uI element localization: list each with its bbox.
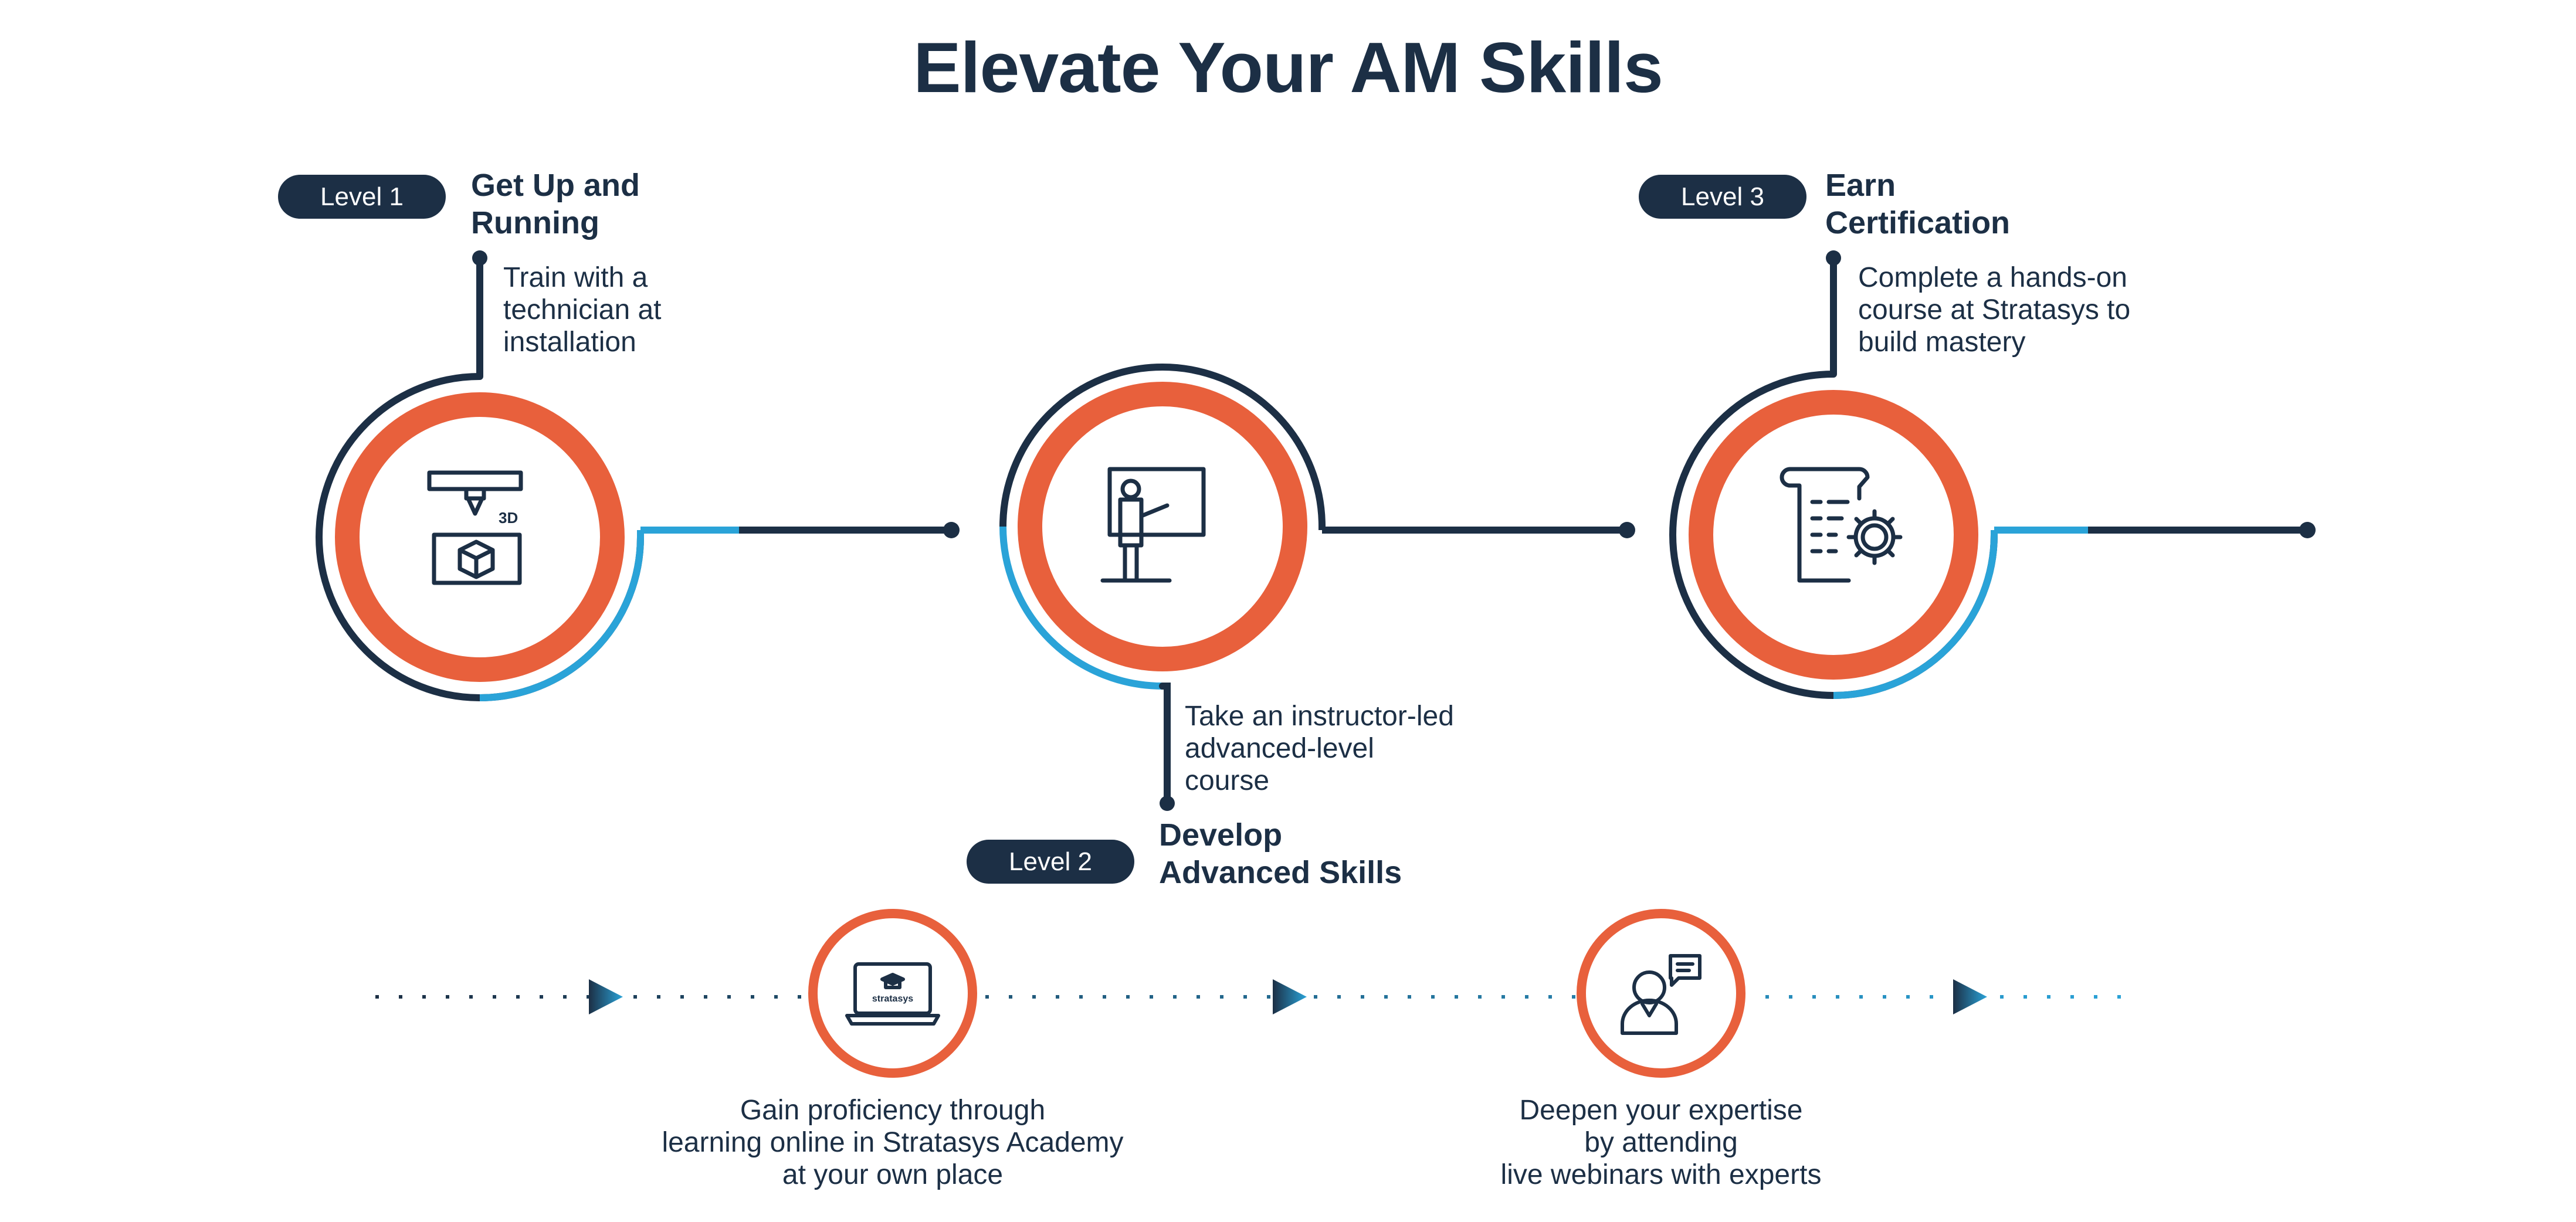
level-1-description: Train with a technician at installation (503, 262, 796, 358)
level-2-description: Take an instructor-led advanced-level co… (1185, 700, 1595, 797)
academy-orange-ring (808, 909, 977, 1078)
level-2-outer-ring-blue (999, 526, 1163, 690)
academy-node: stratasys (808, 909, 977, 1078)
level-1-blue-arc (479, 530, 644, 701)
level-3-end-dot (2299, 522, 2316, 538)
arrow-2-icon (1273, 979, 1307, 1014)
level-1-desc-line1: Train with a (503, 262, 648, 293)
level-2-node (999, 364, 1635, 811)
level-1-desc-line3: installation (503, 327, 636, 358)
webinar-orange-ring (1577, 909, 1745, 1078)
level-1-connector-dot (472, 250, 487, 266)
academy-caption: Gain proficiency through learning online… (629, 1094, 1157, 1191)
level-3-desc-line2: course at Stratasys to (1858, 294, 2131, 325)
webinar-expert-icon (1621, 954, 1701, 1035)
level-3-orange-ring (1689, 390, 1978, 680)
instructor-icon (1100, 467, 1206, 583)
level-2-orange-ring (1018, 382, 1307, 671)
academy-caption-line2: learning online in Stratasys Academy (662, 1127, 1124, 1158)
arrow-1-icon (589, 979, 623, 1014)
webinar-node (1577, 909, 1745, 1078)
level-3-pill: Level 3 (1639, 175, 1806, 219)
level-2-connector-dot (1160, 796, 1175, 811)
level-2-outer-ring-navy (999, 364, 1326, 530)
certificate-icon (1780, 467, 1903, 583)
level-1-heading-line2: Running (471, 205, 599, 240)
page-title: Elevate Your AM Skills (913, 28, 1663, 107)
level-1-desc-line2: technician at (503, 294, 662, 325)
level-3-heading-line1: Earn (1825, 168, 1896, 203)
level-3-heading-line2: Certification (1825, 205, 2011, 240)
level-2-desc-line2: advanced-level (1185, 733, 1374, 764)
arrow-3-icon (1953, 979, 1987, 1014)
laptop-academy-icon (845, 962, 940, 1026)
level-1-orange-ring (335, 392, 625, 682)
webinar-caption-line1: Deepen your expertise (1519, 1095, 1803, 1126)
level-2-heading: Develop Advanced Skills (1159, 816, 1570, 891)
level-3-node (1669, 250, 2316, 699)
laptop-brand-label: stratasys (872, 994, 913, 1004)
webinar-caption-line3: live webinars with experts (1500, 1159, 1822, 1190)
level-2-heading-line1: Develop (1159, 817, 1283, 853)
webinar-caption: Deepen your expertise by attending live … (1397, 1094, 1925, 1191)
level-2-desc-line1: Take an instructor-led (1185, 701, 1454, 732)
3d-printer-icon (427, 470, 523, 585)
level-1-heading: Get Up and Running (471, 167, 823, 242)
level-3-description: Complete a hands-on course at Stratasys … (1858, 262, 2269, 358)
level-3-blue-arc (1833, 530, 1998, 699)
level-3-heading: Earn Certification (1825, 167, 2177, 242)
webinar-caption-line2: by attending (1584, 1127, 1738, 1158)
3d-label: 3D (499, 509, 518, 527)
level-2-heading-line2: Advanced Skills (1159, 855, 1402, 890)
level-3-desc-line1: Complete a hands-on (1858, 262, 2127, 293)
level-1-end-dot (943, 522, 960, 538)
academy-caption-line1: Gain proficiency through (740, 1095, 1046, 1126)
academy-caption-line3: at your own place (782, 1159, 1004, 1190)
level-2-bottom-connector (1159, 683, 1171, 807)
level-3-connector-dot (1826, 250, 1841, 266)
level-1-pill: Level 1 (278, 175, 446, 219)
level-1-heading-line1: Get Up and (471, 168, 640, 203)
level-2-desc-line3: course (1185, 765, 1270, 796)
level-2-end-dot (1619, 522, 1635, 538)
level-1-node: 3D (316, 250, 960, 701)
level-2-pill: Level 2 (967, 840, 1134, 884)
level-3-desc-line3: build mastery (1858, 327, 2026, 358)
